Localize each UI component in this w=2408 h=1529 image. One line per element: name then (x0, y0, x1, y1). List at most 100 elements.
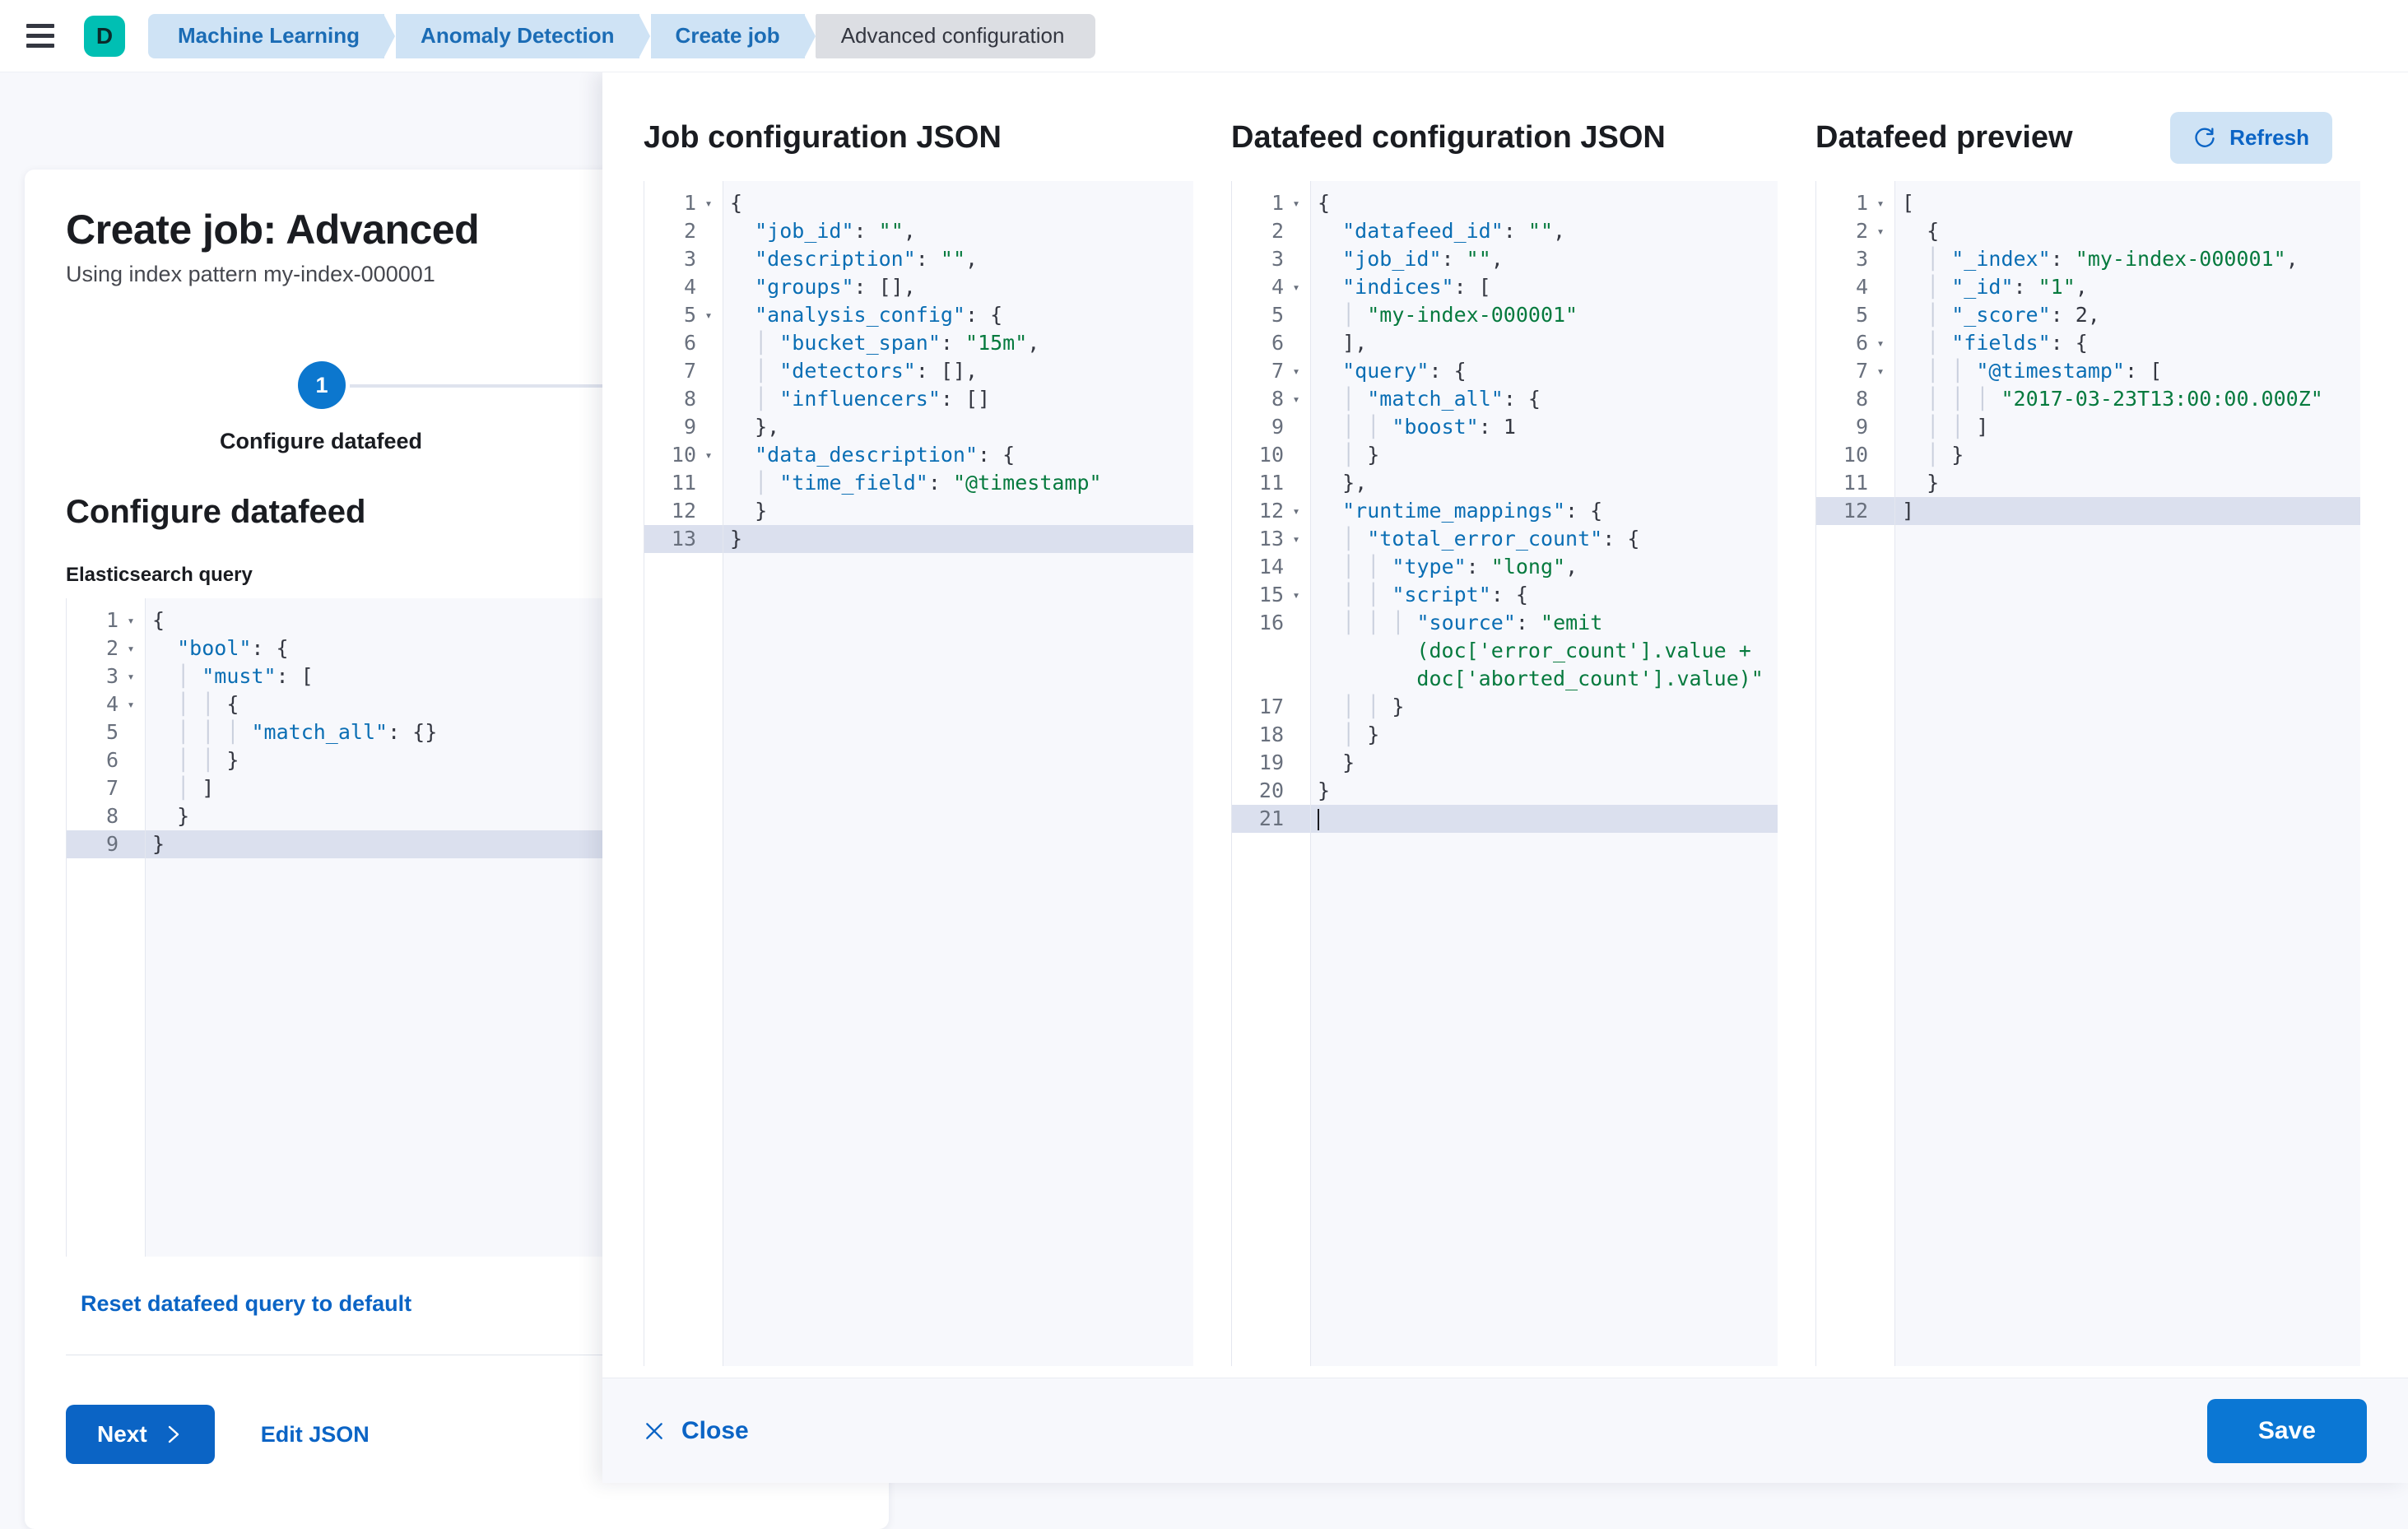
breadcrumb-item-advanced-configuration: Advanced configuration (815, 13, 1096, 58)
line-number-gutter: 1▾2▾3▾4▾5▾6▾7▾8▾9▾10▾11▾12▾ (1816, 181, 1895, 1366)
code-line[interactable]: │ │ "type": "long", (1342, 555, 1578, 579)
hamburger-menu-icon[interactable] (26, 20, 59, 53)
code-line[interactable]: "datafeed_id": "", (1342, 219, 1566, 243)
advanced-configuration-flyout: Job configuration JSON 1▾2▾3▾4▾5▾6▾7▾8▾9… (602, 72, 2408, 1483)
line-number: 4▾ (1855, 275, 1868, 299)
flyout-footer: Close Save (602, 1378, 2408, 1483)
code-line[interactable]: } (177, 804, 190, 828)
line-number: 7▾ (1271, 359, 1300, 383)
save-button[interactable]: Save (2206, 1398, 2367, 1463)
chevron-right-icon (165, 1424, 184, 1444)
refresh-button[interactable]: Refresh (2170, 111, 2332, 164)
close-button[interactable]: Close (644, 1417, 749, 1445)
step-1-label: Configure datafeed (219, 429, 423, 453)
code-line[interactable]: "description": "", (755, 247, 979, 271)
refresh-button-label: Refresh (2229, 124, 2309, 150)
line-number-gutter: 1▾2▾3▾4▾5▾6▾7▾8▾9▾ (67, 598, 146, 1257)
line-number: 12▾ (1816, 497, 1894, 525)
column-datafeed-preview: Datafeed preview Refresh 1▾2▾3▾4▾5▾6▾7▾8… (1781, 111, 2367, 1378)
code-area[interactable]: [ { │ "_index": "my-index-000001", │ "_i… (1895, 181, 2360, 1366)
code-line[interactable]: │ "must": [ (177, 664, 314, 688)
code-line[interactable]: │ │ │ "match_all": {} (177, 720, 438, 744)
code-line[interactable]: "data_description": { (755, 443, 1016, 467)
code-line[interactable]: ] (1895, 497, 2360, 525)
code-line[interactable]: │ │ "@timestamp": [ (1927, 359, 2163, 383)
code-line[interactable]: } (723, 525, 1193, 553)
code-line[interactable]: { (1927, 219, 1940, 243)
code-line[interactable]: "job_id": "", (755, 219, 916, 243)
code-line[interactable]: │ │ } (1342, 695, 1405, 718)
code-line[interactable]: } (1318, 778, 1331, 802)
line-number: 9▾ (1855, 415, 1868, 439)
code-line[interactable]: { (1318, 191, 1331, 215)
code-line[interactable]: "analysis_config": { (755, 303, 1003, 327)
code-line[interactable]: { (730, 191, 743, 215)
line-number: 8▾ (683, 387, 696, 411)
code-area[interactable]: { "job_id": "", "description": "", "grou… (723, 181, 1193, 1366)
page-title: Create job: Advanced (66, 207, 480, 253)
code-line[interactable]: { (152, 608, 165, 632)
code-line[interactable]: │ │ ] (1927, 415, 1989, 439)
code-line[interactable]: │ "influencers": [] (755, 387, 991, 411)
code-area[interactable]: { "datafeed_id": "", "job_id": "", "indi… (1311, 181, 1778, 1366)
code-line[interactable]: "bool": { (177, 636, 289, 660)
code-line[interactable]: } (755, 499, 768, 523)
code-line[interactable]: │ "_score": 2, (1927, 303, 2100, 327)
code-line[interactable]: │ "match_all": { (1342, 387, 1541, 411)
datafeed-preview-editor[interactable]: 1▾2▾3▾4▾5▾6▾7▾8▾9▾10▾11▾12▾ [ { │ "_inde… (1815, 181, 2360, 1366)
line-number: 3▾ (105, 664, 135, 688)
code-line[interactable]: │ "_id": "1", (1927, 275, 2088, 299)
step-1-indicator[interactable]: 1 (298, 361, 346, 409)
line-number: 3▾ (1855, 247, 1868, 271)
code-line[interactable]: } (1927, 471, 1940, 495)
breadcrumb-item-create-job[interactable]: Create job (650, 13, 816, 58)
code-line[interactable]: │ ] (177, 776, 215, 800)
code-line[interactable]: │ │ │ "source": "emit (doc['error_count'… (1342, 611, 1764, 690)
code-line[interactable]: }, (755, 415, 780, 439)
code-line[interactable]: │ "my-index-000001" (1342, 303, 1578, 327)
code-line[interactable]: │ "total_error_count": { (1342, 527, 1640, 551)
code-line[interactable] (1311, 805, 1778, 833)
code-line[interactable]: │ "fields": { (1927, 331, 2088, 355)
code-line[interactable]: "indices": [ (1342, 275, 1491, 299)
line-number: 2▾ (105, 636, 135, 660)
code-line[interactable]: │ } (1342, 723, 1380, 746)
job-configuration-json-editor[interactable]: 1▾2▾3▾4▾5▾6▾7▾8▾9▾10▾11▾12▾13▾ { "job_id… (644, 181, 1193, 1366)
code-line[interactable]: "runtime_mappings": { (1342, 499, 1603, 523)
breadcrumb-item-machine-learning[interactable]: Machine Learning (148, 13, 396, 58)
line-number: 13▾ (644, 525, 723, 553)
edit-json-link[interactable]: Edit JSON (260, 1421, 370, 1447)
code-line[interactable]: [ (1902, 191, 1915, 215)
line-number: 8▾ (105, 804, 119, 828)
code-line[interactable]: }, (1342, 471, 1368, 495)
code-line[interactable]: │ │ { (177, 692, 239, 716)
code-line[interactable]: │ } (1342, 443, 1380, 467)
reset-datafeed-query-link[interactable]: Reset datafeed query to default (81, 1291, 412, 1316)
code-line[interactable]: "job_id": "", (1342, 247, 1504, 271)
space-avatar[interactable]: D (84, 15, 125, 57)
close-x-icon (644, 1420, 665, 1442)
breadcrumb-item-anomaly-detection[interactable]: Anomaly Detection (396, 13, 650, 58)
code-line[interactable]: ], (1342, 331, 1368, 355)
code-line[interactable]: │ │ │ "2017-03-23T13:00:00.000Z" (1927, 387, 2323, 411)
code-line[interactable]: │ │ "boost": 1 (1342, 415, 1516, 439)
line-number: 8▾ (1271, 387, 1300, 411)
datafeed-configuration-json-editor[interactable]: 1▾2▾3▾4▾5▾6▾7▾8▾9▾10▾11▾12▾13▾14▾15▾16▾1… (1231, 181, 1778, 1366)
code-line[interactable]: │ "time_field": "@timestamp" (755, 471, 1102, 495)
code-line[interactable]: │ │ "script": { (1342, 583, 1528, 606)
code-line[interactable]: │ "detectors": [], (755, 359, 979, 383)
code-line[interactable]: │ "bucket_span": "15m", (755, 331, 1040, 355)
line-number: 12▾ (1258, 499, 1300, 523)
line-number: 6▾ (1271, 331, 1284, 355)
code-line[interactable]: "query": { (1342, 359, 1467, 383)
next-button[interactable]: Next (66, 1405, 215, 1464)
code-line[interactable]: │ "_index": "my-index-000001", (1927, 247, 2299, 271)
code-line[interactable]: } (1342, 751, 1355, 774)
code-line[interactable]: │ │ } (177, 748, 239, 772)
column-job-configuration: Job configuration JSON 1▾2▾3▾4▾5▾6▾7▾8▾9… (602, 112, 1193, 1378)
code-line[interactable]: │ } (1927, 443, 1964, 467)
code-line[interactable]: "groups": [], (755, 275, 916, 299)
section-title-configure-datafeed: Configure datafeed (66, 494, 366, 530)
line-number: 6▾ (683, 331, 696, 355)
line-number: 21▾ (1232, 805, 1310, 833)
